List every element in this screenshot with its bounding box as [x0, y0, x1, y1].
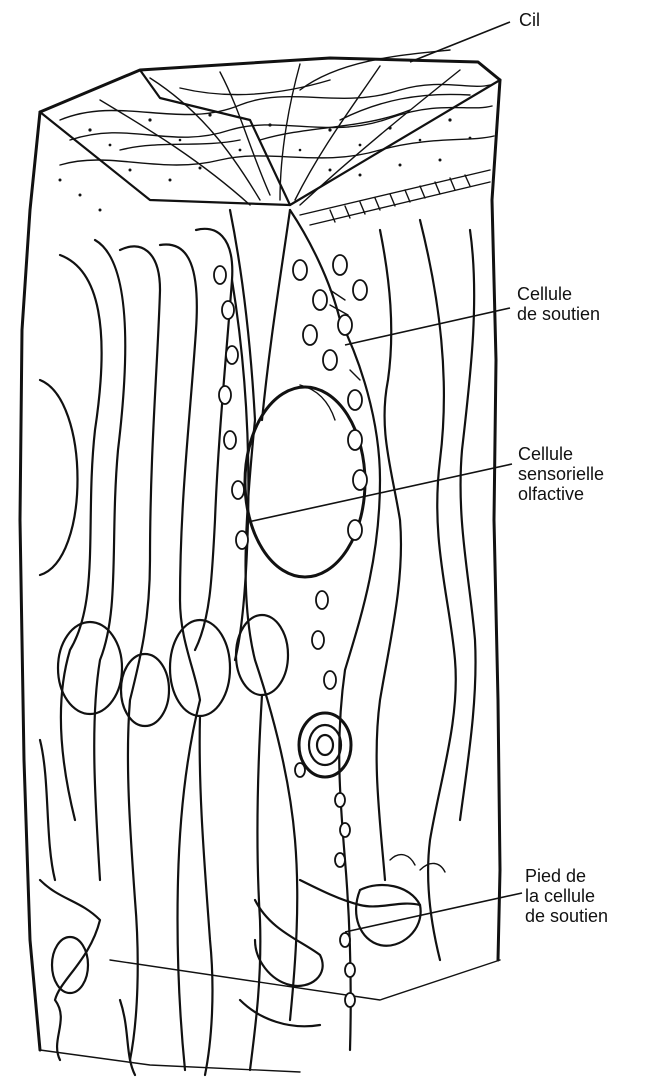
left-cell-outlines	[40, 240, 125, 1060]
organelles	[214, 255, 367, 1007]
label-cil: Cil	[519, 10, 540, 30]
label-cellule-soutien: Cellule de soutien	[517, 284, 600, 324]
label-cellule-sensorielle-olfactive: Cellule sensorielle olfactive	[518, 444, 604, 504]
cell-columns	[58, 210, 476, 1075]
label-pied-cellule-soutien: Pied de la cellule de soutien	[525, 866, 608, 926]
